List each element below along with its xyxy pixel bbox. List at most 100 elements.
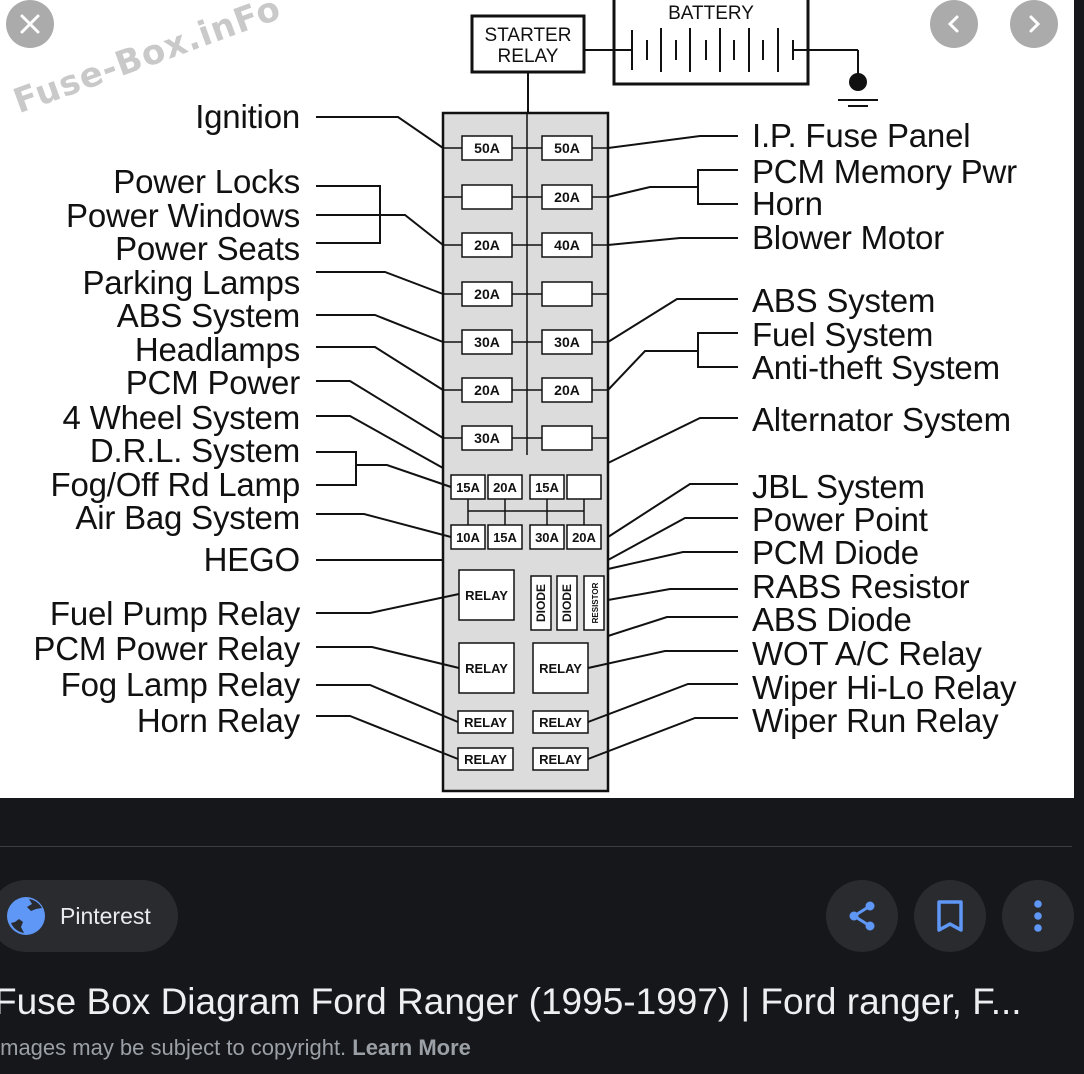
leader-wire [607, 169, 738, 205]
leader-wire [607, 298, 738, 343]
right-circuit-label: ABS System [752, 282, 936, 319]
previous-image-button[interactable] [930, 0, 978, 48]
right-circuit-label: PCM Diode [752, 534, 919, 571]
leader-wire [316, 593, 460, 614]
ground-icon [838, 73, 878, 107]
fuse-rating: 30A [474, 334, 500, 350]
right-circuit-label: Fuel System [752, 316, 934, 353]
leader-wire [316, 271, 444, 295]
fuse [541, 135, 593, 161]
starter-relay-label-2: RELAY [498, 46, 559, 67]
diode [556, 575, 578, 631]
leader-wire [607, 588, 738, 601]
diode [530, 575, 552, 631]
fuse-rating: 50A [554, 140, 580, 156]
chevron-right-icon [1029, 15, 1041, 33]
more-vert-icon [1034, 900, 1042, 932]
fuse-rating: 30A [554, 334, 580, 350]
starter-relay-label-1: STARTER [485, 25, 572, 46]
right-circuit-label: Wiper Hi-Lo Relay [752, 669, 1017, 706]
left-circuit-label: PCM Power [125, 364, 300, 401]
left-circuit-label: Fog Lamp Relay [60, 666, 301, 703]
fuse-rating: 20A [474, 237, 500, 253]
relay [458, 642, 515, 694]
chevron-left-icon [947, 15, 959, 33]
right-circuit-label: Anti-theft System [752, 349, 1000, 386]
leader-wire [316, 513, 452, 538]
battery-label: BATTERY [668, 3, 754, 24]
left-circuit-label: HEGO [203, 541, 301, 578]
leader-wire [587, 683, 738, 723]
relay-label: RELAY [464, 715, 507, 730]
right-circuit-label: ABS Diode [752, 601, 912, 638]
share-button[interactable] [826, 880, 898, 952]
leader-wire [607, 483, 738, 538]
right-circuit-label: RABS Resistor [752, 568, 970, 605]
fuse-rating: 20A [474, 382, 500, 398]
result-title[interactable]: Fuse Box Diagram Ford Ranger (1995-1997)… [0, 981, 1022, 1022]
right-circuit-label: Wiper Run Relay [752, 702, 999, 739]
leader-wire [316, 415, 444, 469]
leader-wire [607, 135, 738, 149]
fuse-rating: 20A [554, 189, 580, 205]
source-chip[interactable]: Pinterest [0, 880, 178, 952]
fuse [461, 232, 513, 258]
fuse [541, 232, 593, 258]
leader-wire [607, 616, 738, 637]
globe-icon [7, 897, 45, 935]
fuse-rating: 30A [474, 430, 500, 446]
mini-fuse-bus [467, 499, 585, 525]
fuse [541, 425, 593, 451]
leader-wire [607, 332, 738, 391]
fuse [541, 281, 593, 307]
relay-label: RELAY [539, 715, 582, 730]
mini-fuse-rating: 20A [493, 480, 517, 495]
source-name: Pinterest [60, 902, 151, 929]
fuse [461, 329, 513, 355]
bookmark-icon [937, 900, 963, 932]
left-circuit-label: Headlamps [134, 331, 300, 368]
right-circuit-label: Power Point [752, 501, 928, 538]
right-circuit-label: Horn [752, 185, 823, 222]
left-circuit-label: Parking Lamps [82, 264, 300, 301]
mini-fuse [529, 524, 565, 550]
fuse-rating: 20A [554, 382, 580, 398]
battery-box [612, 0, 810, 86]
fuse-rating: 50A [474, 140, 500, 156]
fuse-rating: 40A [554, 237, 580, 253]
left-circuit-label: Horn Relay [136, 702, 300, 739]
fuse [461, 377, 513, 403]
copyright-notice: Images may be subject to copyright. Lear… [0, 1035, 471, 1061]
fuse [461, 281, 513, 307]
fuse-box-diagram: STARTER RELAY BATTERY 50A 50A 20A 20A 40A 20A… [316, 0, 878, 793]
share-icon [849, 901, 875, 931]
right-circuit-label: Alternator System [752, 401, 1011, 438]
leader-wire [607, 517, 738, 561]
left-circuit-label: Power Windows [66, 197, 300, 234]
mini-fuse-rating: 15A [493, 530, 517, 545]
fuse [541, 329, 593, 355]
mini-fuse [566, 474, 602, 500]
learn-more-link[interactable]: Learn More [352, 1035, 471, 1060]
relay-label: RELAY [464, 752, 507, 767]
right-circuit-label: I.P. Fuse Panel [752, 117, 971, 154]
leader-wire [607, 551, 738, 570]
next-image-button[interactable] [1010, 0, 1058, 48]
divider [0, 846, 1072, 847]
left-circuit-label: ABS System [116, 297, 300, 334]
fuse [461, 135, 513, 161]
close-button[interactable] [6, 0, 54, 48]
left-circuit-label: Fog/Off Rd Lamp [50, 466, 300, 503]
right-circuit-label: JBL System [752, 468, 925, 505]
more-options-button[interactable] [1002, 880, 1074, 952]
save-button[interactable] [914, 880, 986, 952]
right-circuit-label: Blower Motor [752, 219, 944, 256]
leader-wire [316, 346, 444, 391]
relay-label: RELAY [465, 661, 508, 676]
leader-wire [316, 646, 460, 669]
leader-wire [316, 451, 452, 488]
fuse [461, 184, 513, 210]
leader-wire [587, 650, 738, 669]
relay [532, 642, 589, 694]
